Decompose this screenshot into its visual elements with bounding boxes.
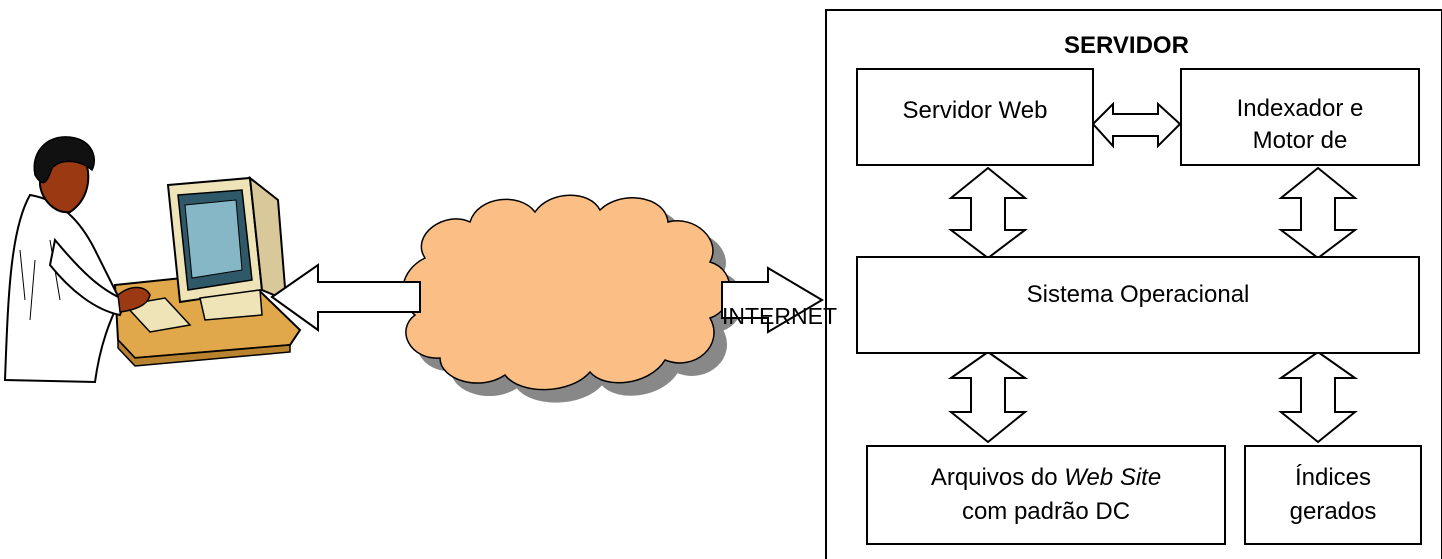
server-title: SERVIDOR [1064, 32, 1189, 59]
web-server-label: Servidor Web [902, 97, 1048, 124]
arrow-os-indices [1277, 350, 1359, 444]
cloud-icon [401, 194, 743, 403]
indexer-box: Indexador e Motor de [1180, 68, 1420, 166]
arrow-user-cloud [270, 263, 421, 332]
website-files-label-line1: Arquivos do Web Site [930, 464, 1162, 491]
indices-label-line2: gerados [1289, 498, 1377, 525]
indices-label-line1: Índices [1294, 464, 1372, 491]
indexer-label-line2: Motor de [1252, 127, 1348, 154]
server-frame [825, 9, 1442, 559]
website-files-box: Arquivos do Web Site com padrão DC [866, 445, 1226, 545]
web-server-box: Servidor Web [856, 68, 1094, 166]
os-box: Sistema Operacional [856, 256, 1420, 354]
indexer-label-line1: Indexador e [1236, 95, 1364, 122]
user-at-computer-icon [3, 136, 302, 384]
arrow-indexer-os [1278, 166, 1358, 260]
website-files-label-line2: com padrão DC [961, 498, 1131, 525]
arrow-web-os [948, 166, 1028, 260]
internet-label: INTERNET [722, 303, 837, 329]
arrow-os-files [947, 350, 1029, 444]
indices-box: Índices gerados [1244, 445, 1422, 545]
os-label: Sistema Operacional [1026, 281, 1250, 308]
arrow-web-indexer [1091, 101, 1182, 149]
arrow-cloud-server [721, 266, 824, 334]
